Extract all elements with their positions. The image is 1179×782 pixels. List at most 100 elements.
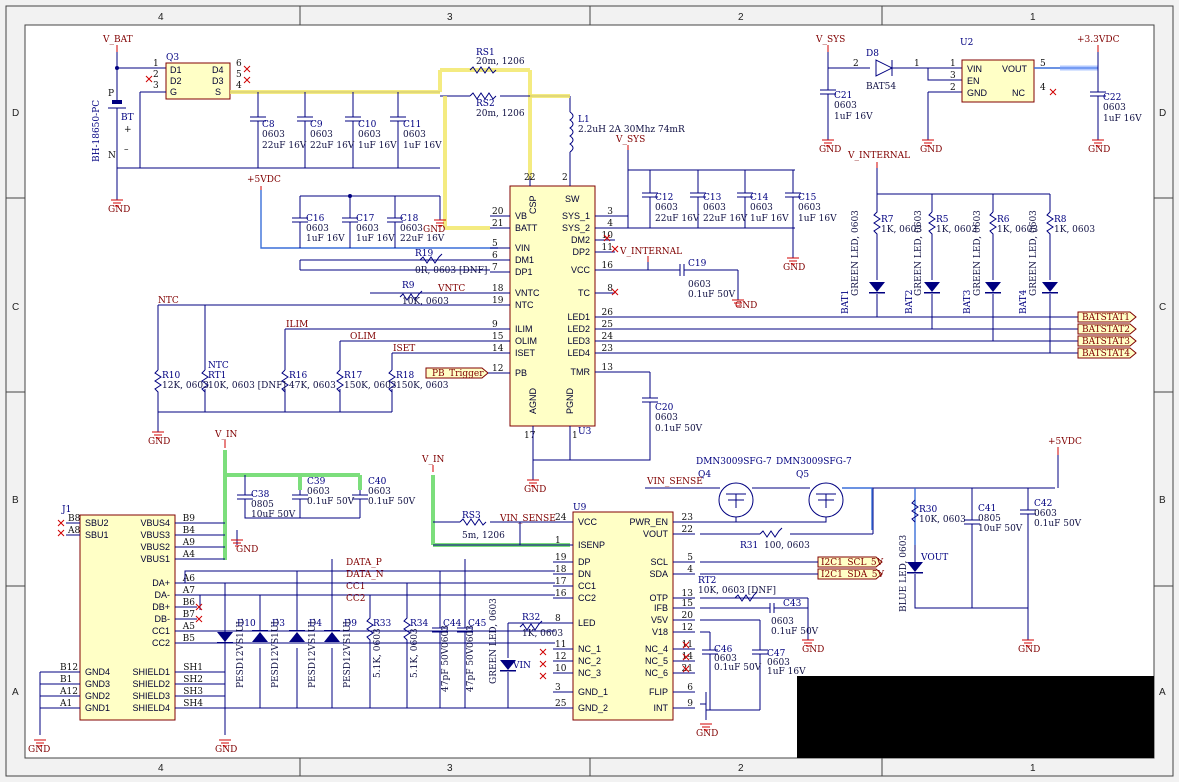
j1-right-pin-5-num: A7 xyxy=(182,586,195,596)
c39-pkg: 0603 xyxy=(307,487,330,497)
gnd-c15: GND xyxy=(783,263,805,273)
u9-right-pin-4-num: 13 xyxy=(682,589,694,599)
bat1-ref: BAT1 xyxy=(841,290,851,314)
c8-ref: C8 xyxy=(262,120,275,130)
u2-num-4: 4 xyxy=(1040,83,1046,93)
u3-left-pin-6-name: NTC xyxy=(515,300,534,310)
net-v-sys-top: V_SYS xyxy=(815,35,845,45)
u2-pin-nc: NC xyxy=(1012,88,1025,98)
col-label-bottom-4: 4 xyxy=(158,763,164,774)
u3-right-pin-0-num: 3 xyxy=(607,207,613,217)
j1-right-pin-5-name: DA- xyxy=(155,590,171,600)
j1-right-pin-1-num: B4 xyxy=(183,526,196,536)
gnd-j1-right: GND xyxy=(215,745,237,755)
net-v-internal-mid: V_INTERNAL xyxy=(619,247,682,257)
c40-val: 0.1uF 50V xyxy=(368,497,416,507)
u9-right-pin-10-name: NC_6 xyxy=(645,668,668,678)
u3-body xyxy=(509,185,596,427)
sense-resistors: RS1 20m, 1206 RS2 20m, 1206 L1 2.2uH 2A … xyxy=(440,48,685,230)
bat2-val: GREEN LED, 0603 xyxy=(914,210,924,296)
gnd-r10: GND xyxy=(148,437,170,447)
u3-top-csp: CSP xyxy=(528,195,538,214)
c39-ref: C39 xyxy=(307,477,326,487)
r9-ref: R9 xyxy=(402,281,415,291)
u3-left-pin-5-num: 18 xyxy=(492,284,504,294)
gnd-c18: GND xyxy=(423,225,445,235)
c21-pkg: 0603 xyxy=(834,101,857,111)
u3-right-pin-3-name: DP2 xyxy=(572,247,590,257)
title-block-redacted xyxy=(797,676,1154,758)
gnd-battery: GND xyxy=(108,205,130,215)
j1-left-pin-1-name: SBU1 xyxy=(85,530,109,540)
u3-left-pin-7-name: ILIM xyxy=(515,324,533,334)
port-sda xyxy=(817,568,883,580)
r19-val: 0R, 0603 [DNF] xyxy=(415,266,487,276)
r7-ref: R7 xyxy=(881,215,894,225)
c8-val: 22uF 16V xyxy=(262,141,307,151)
c42-pkg: 0603 xyxy=(1034,509,1057,519)
port-batstat4-label: BATSTAT4 xyxy=(1082,349,1130,359)
led-vout-val: BLUE LED, 0603 xyxy=(899,535,909,612)
u3-right-pin-9-name: LED4 xyxy=(567,348,590,358)
port-batstat2-label: BATSTAT2 xyxy=(1082,325,1130,335)
r30-val: 10K, 0603 xyxy=(919,515,966,525)
u2-pin-gnd: GND xyxy=(967,88,988,98)
u3-left-pin-2-num: 5 xyxy=(492,239,498,249)
port-batstat1 xyxy=(1077,311,1137,323)
c9-ref: C9 xyxy=(310,120,323,130)
u2-num-3: 3 xyxy=(950,71,956,81)
j1-right-pin-6-name: DB+ xyxy=(152,602,170,612)
net-data-p: DATA_P xyxy=(346,558,382,568)
rt1-name: NTC xyxy=(208,361,229,371)
rs3-ref: RS3 xyxy=(462,511,481,521)
d8-num-2: 2 xyxy=(853,59,859,69)
net-3v3: +3.3VDC xyxy=(1077,35,1120,45)
d4-ref: D4 xyxy=(309,619,322,629)
net-data-n: DATA_N xyxy=(346,570,384,580)
net-5v-top: +5VDC xyxy=(247,175,281,185)
u9-right-pin-8-num: 11 xyxy=(682,640,693,650)
r8-ref: R8 xyxy=(1054,215,1067,225)
r34-ref: R34 xyxy=(410,619,429,629)
u3-left-pin-7-num: 9 xyxy=(492,320,498,330)
u3-left-network: R19 0R, 0603 [DNF] VNTC R9 10K, 0603 NTC… xyxy=(148,249,510,447)
c12-ref: C12 xyxy=(655,193,673,203)
j1-right-pin-2-num: A9 xyxy=(182,538,195,548)
r7-val: 1K, 0603 xyxy=(881,225,922,235)
u9-left-pin-9-num: 10 xyxy=(555,664,567,674)
u9-right-pin-0-name: PWR_EN xyxy=(629,517,668,527)
u9-right-pin-6-num: 20 xyxy=(682,611,694,621)
gnd-c19: GND xyxy=(735,301,757,311)
u9-left-pin-5-name: CC2 xyxy=(578,593,596,603)
j1-body xyxy=(79,514,176,721)
net-v-in-left: V_IN xyxy=(214,430,238,440)
q4-ref: Q4 xyxy=(698,470,711,480)
d10-val: PESD12VS1UL xyxy=(236,619,246,688)
c14-pkg: 0603 xyxy=(750,203,773,213)
c46-val: 0.1uF 50V xyxy=(714,663,762,673)
r19-ref: R19 xyxy=(415,249,434,259)
c16-pkg: 0603 xyxy=(306,224,329,234)
u9-left-pin-11-num: 25 xyxy=(555,699,567,709)
r9-val: 10K, 0603 xyxy=(402,297,449,307)
u3-right-pin-4-num: 16 xyxy=(602,261,614,271)
u3-left-pin-4-name: DP1 xyxy=(515,267,533,277)
rt2-val: 10K, 0603 [DNF] xyxy=(698,586,776,596)
net-v-internal-top: V_INTERNAL xyxy=(847,151,910,161)
c42-ref: C42 xyxy=(1034,499,1052,509)
c11-val: 1uF 16V xyxy=(403,141,442,151)
j1-right-pin-9-name: CC2 xyxy=(152,638,170,648)
row-label-right-a: A xyxy=(1159,687,1166,698)
c16-ref: C16 xyxy=(306,214,325,224)
u3-left-pin-8-name: OLIM xyxy=(515,336,537,346)
q3-num-4: 4 xyxy=(236,81,242,91)
u3-top-sw: SW xyxy=(565,194,580,204)
u9-right-pin-7-num: 12 xyxy=(682,623,693,633)
r17-ref: R17 xyxy=(344,371,363,381)
c20-ref: C20 xyxy=(655,403,674,413)
port-batstat2 xyxy=(1077,323,1137,335)
c11-ref: C11 xyxy=(403,120,421,130)
u9-left-pin-1-name: ISENP xyxy=(578,540,605,550)
gnd-j1-left: GND xyxy=(28,745,50,755)
